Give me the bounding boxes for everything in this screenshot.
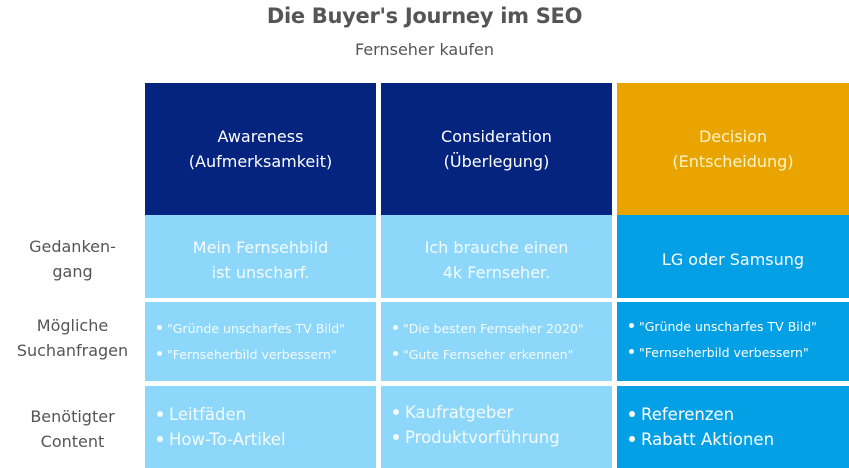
query-item: "Fernseherbild verbessern"	[629, 340, 849, 366]
page-title: Die Buyer's Journey im SEO	[266, 4, 583, 28]
thought-cell-consideration: Ich brauche einen 4k Fernseher.	[381, 215, 612, 298]
query-item: "Gute Fernseher erkennen"	[393, 342, 612, 368]
row-label-queries: Mögliche Suchanfragen	[0, 313, 145, 363]
thought-text: Mein Fernsehbild	[192, 237, 329, 257]
queries-cell-decision: "Gründe unscharfes TV Bild" "Fernseherbi…	[617, 302, 849, 381]
thought-text: ist unscharf.	[211, 262, 310, 282]
stage-name-de: (Überlegung)	[443, 152, 550, 171]
stage-name: Consideration	[441, 127, 552, 146]
row-label-line: Suchanfragen	[16, 341, 129, 360]
queries-cell-awareness: "Gründe unscharfes TV Bild" "Fernseherbi…	[145, 302, 376, 381]
stage-name: Decision	[698, 127, 768, 146]
page-subtitle: Fernseher kaufen	[355, 40, 494, 59]
stage-header-decision: Decision (Entscheidung)	[617, 83, 849, 227]
content-item: Leitfäden	[157, 402, 376, 427]
stage-name-de: (Aufmerksamkeit)	[188, 152, 333, 171]
query-item: "Die besten Fernseher 2020"	[393, 316, 612, 342]
content-item: Kaufratgeber	[393, 400, 612, 425]
row-label-line: Mögliche	[36, 316, 109, 335]
content-item: How-To-Artikel	[157, 427, 376, 452]
stage-name-de: (Entscheidung)	[672, 152, 794, 171]
content-item: Produktvorführung	[393, 425, 612, 450]
stage-header-consideration: Consideration (Überlegung)	[381, 83, 612, 227]
query-item: "Fernseherbild verbessern"	[157, 342, 376, 368]
content-cell-awareness: Leitfäden How-To-Artikel	[145, 386, 376, 468]
thought-cell-awareness: Mein Fernsehbild ist unscharf.	[145, 215, 376, 298]
row-label-thought: Gedanken- gang	[0, 234, 145, 284]
content-cell-decision: Referenzen Rabatt Aktionen	[617, 386, 849, 468]
query-item: "Gründe unscharfes TV Bild"	[157, 316, 376, 342]
thought-cell-decision: LG oder Samsung	[617, 215, 849, 298]
content-item: Referenzen	[629, 402, 849, 427]
query-item: "Gründe unscharfes TV Bild"	[629, 314, 849, 340]
thought-text: 4k Fernseher.	[442, 262, 551, 282]
thought-text: Ich brauche einen	[424, 237, 569, 257]
row-label-content: Benötigter Content	[0, 404, 145, 454]
row-label-line: Content	[40, 432, 105, 451]
stage-header-awareness: Awareness (Aufmerksamkeit)	[145, 83, 376, 227]
row-label-line: Gedanken-	[29, 237, 116, 256]
queries-cell-consideration: "Die besten Fernseher 2020" "Gute Fernse…	[381, 302, 612, 381]
thought-text: LG oder Samsung	[661, 250, 805, 269]
stage-name: Awareness	[217, 127, 304, 146]
row-label-line: gang	[52, 262, 93, 281]
content-item: Rabatt Aktionen	[629, 427, 849, 452]
content-cell-consideration: Kaufratgeber Produktvorführung	[381, 386, 612, 468]
row-label-line: Benötigter	[30, 407, 115, 426]
